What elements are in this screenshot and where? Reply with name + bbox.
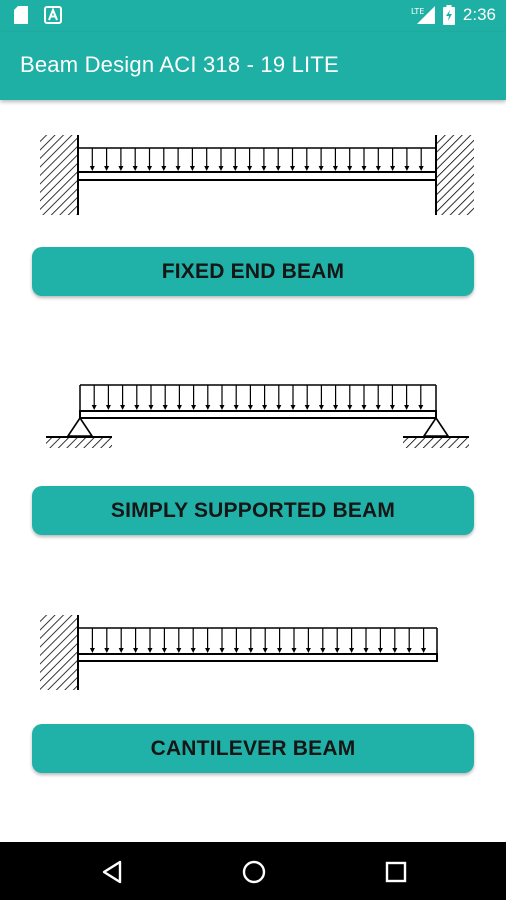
network-label: LTE <box>411 7 424 16</box>
beam <box>79 410 437 419</box>
home-icon[interactable] <box>240 858 268 886</box>
app-title: Beam Design ACI 318 - 19 LITE <box>20 52 339 77</box>
battery-icon <box>442 5 455 25</box>
sd-card-icon <box>14 6 28 24</box>
signal-icon: LTE <box>411 6 435 24</box>
notification-a-icon <box>44 6 62 24</box>
fixed-support <box>40 615 78 690</box>
fixed-end-beam-button[interactable]: FIXED END BEAM <box>32 247 474 296</box>
simply-supported-beam-button[interactable]: SIMPLY SUPPORTED BEAM <box>32 486 474 535</box>
beam <box>77 171 437 181</box>
right-fixed-support <box>436 135 474 215</box>
cantilever-beam-diagram[interactable] <box>0 610 506 720</box>
left-pin-support <box>46 416 112 448</box>
app-bar: Beam Design ACI 318 - 19 LITE <box>0 32 506 100</box>
recents-icon[interactable] <box>382 858 410 886</box>
navigation-bar <box>0 842 506 900</box>
right-pin-support <box>403 416 469 448</box>
simply-supported-beam-diagram[interactable] <box>0 370 506 480</box>
back-icon[interactable] <box>99 858 127 886</box>
status-time: 2:36 <box>462 5 496 24</box>
distributed-load-arrows <box>89 628 427 653</box>
distributed-load-arrows <box>91 385 424 410</box>
cantilever-beam-button[interactable]: CANTILEVER BEAM <box>32 724 474 773</box>
fixed-end-beam-diagram[interactable] <box>0 130 506 240</box>
status-bar: LTE 2:36 <box>0 0 506 32</box>
beam <box>77 653 438 662</box>
left-fixed-support <box>40 135 78 215</box>
distributed-load-arrows <box>89 148 424 171</box>
